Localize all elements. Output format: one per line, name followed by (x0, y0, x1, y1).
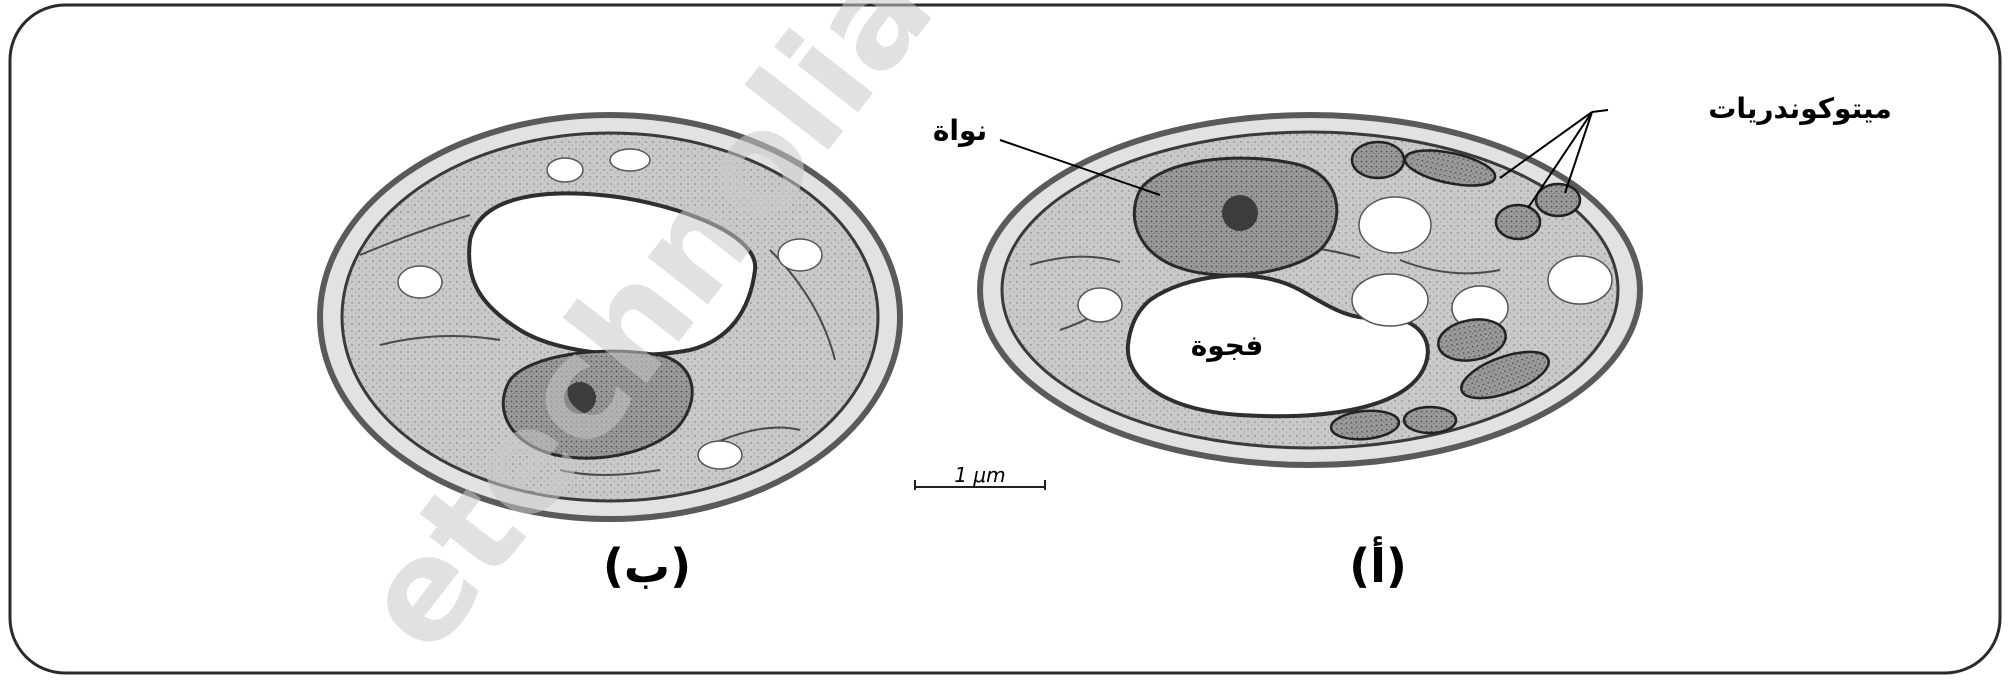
cell-b-label: (ب) (603, 539, 691, 593)
cell-a-vesicle (1352, 274, 1428, 326)
vacuole-label: فجوة (1191, 329, 1264, 362)
cell-b-vesicle (547, 158, 583, 182)
cell-a-vesicle (1078, 288, 1122, 322)
nucleus-label: نواة (933, 114, 987, 147)
cell-a-vesicle (1359, 197, 1431, 253)
mitochondrion (1404, 407, 1456, 433)
cell-a-label: (أ) (1349, 536, 1407, 593)
cell-b-vesicle (610, 149, 650, 171)
mitochondrion (1536, 184, 1580, 216)
cell-b-vesicle (698, 441, 742, 469)
cell-b-vesicle (398, 266, 442, 298)
mitochondria-label: ميتوكوندريات (1708, 92, 1892, 125)
cell-a-vesicle (1548, 256, 1612, 304)
mitochondrion (1352, 142, 1404, 178)
cell-a-nucleolus (1222, 195, 1258, 231)
mitochondrion (1496, 205, 1540, 239)
scale-label: 1 μm (954, 463, 1005, 487)
